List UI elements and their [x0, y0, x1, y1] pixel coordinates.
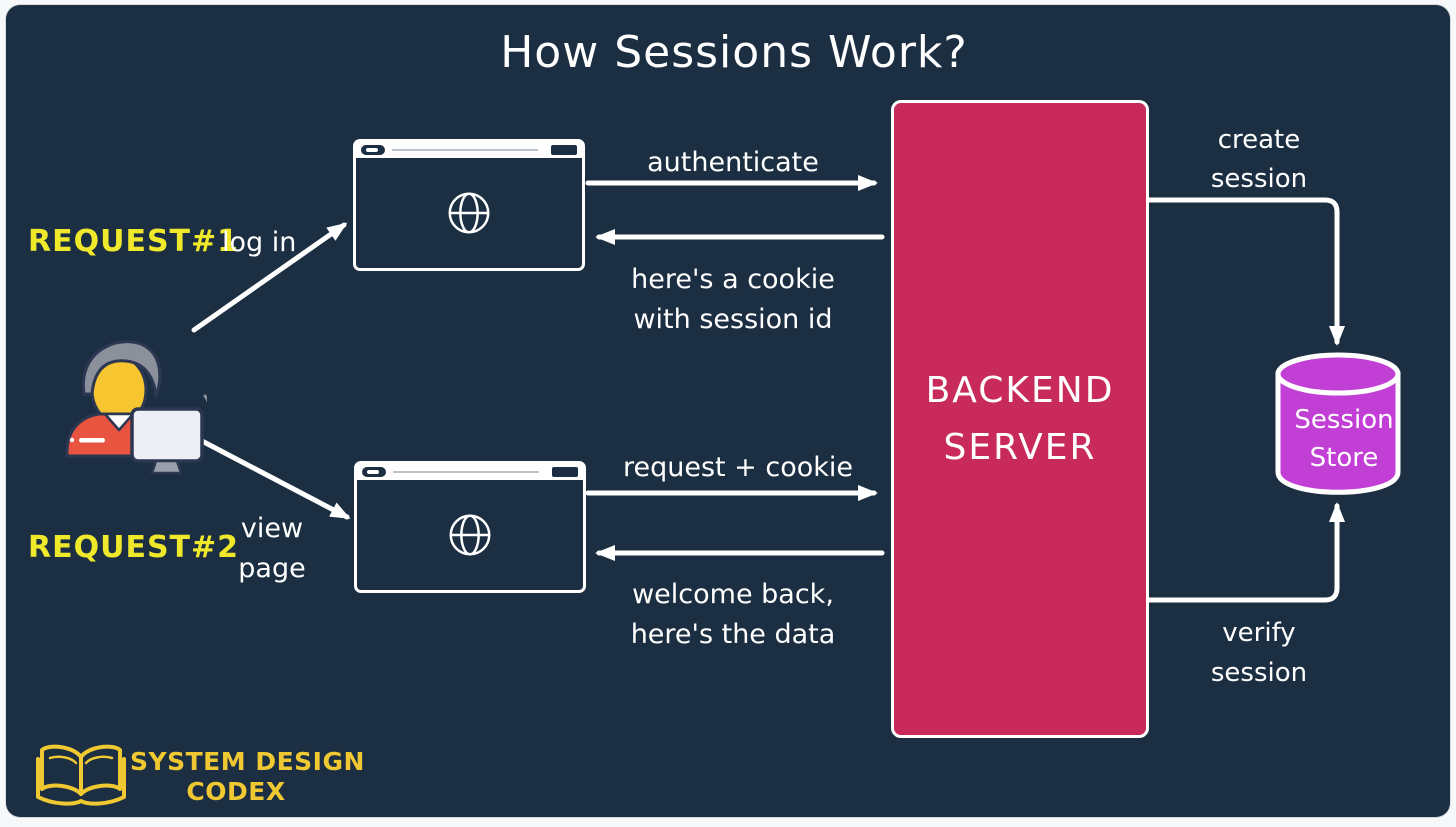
- browser-window-2: [354, 461, 586, 593]
- browser-toolbar: [356, 142, 582, 158]
- backend-server-label-line1: BACKEND: [925, 370, 1115, 411]
- cookie-label: here's a cookie with session id: [631, 264, 835, 335]
- diagram-canvas: How Sessions Work? REQUEST#1 log in REQU…: [6, 5, 1450, 817]
- browser-menu-icon: [552, 467, 578, 477]
- browser-controls-icon: [361, 145, 385, 155]
- logo-wordmark: SYSTEM DESIGN CODEX: [130, 747, 365, 806]
- monitor-icon: [130, 394, 207, 475]
- verify-session-label: verify session: [1210, 618, 1308, 688]
- view-page-label: view page: [238, 513, 306, 584]
- browser-toolbar: [357, 464, 583, 480]
- arrow-verify-session: [1137, 502, 1345, 603]
- address-bar: [392, 149, 538, 151]
- session-store-label: Session Store: [1294, 405, 1394, 473]
- globe-icon: [356, 158, 582, 268]
- arrow-view-page: [199, 438, 351, 520]
- browser-menu-icon: [551, 145, 577, 155]
- database-cylinder-icon: [1275, 352, 1401, 495]
- address-bar: [393, 471, 539, 473]
- globe-icon: [357, 480, 583, 590]
- backend-server-label-line2: SERVER: [943, 427, 1097, 468]
- request2-label: REQUEST#2: [28, 530, 240, 565]
- logo-line2: CODEX: [186, 777, 286, 806]
- request-cookie-label: request + cookie: [622, 452, 854, 483]
- login-label: log in: [222, 227, 297, 258]
- authenticate-label: authenticate: [647, 147, 819, 178]
- create-session-label: create session: [1210, 125, 1308, 194]
- request1-label: REQUEST#1: [28, 224, 240, 259]
- book-icon: [36, 744, 126, 806]
- arrow-login: [191, 222, 348, 333]
- arrow-create-session: [1137, 197, 1345, 346]
- browser-window-1: [353, 139, 585, 271]
- user-icon: [65, 340, 207, 475]
- browser-controls-icon: [362, 467, 386, 477]
- logo-line1: SYSTEM DESIGN: [130, 747, 365, 776]
- page-title: How Sessions Work?: [500, 27, 968, 78]
- welcome-back-label: welcome back, here's the data: [630, 579, 836, 650]
- backend-server-node: BACKEND SERVER: [891, 100, 1149, 738]
